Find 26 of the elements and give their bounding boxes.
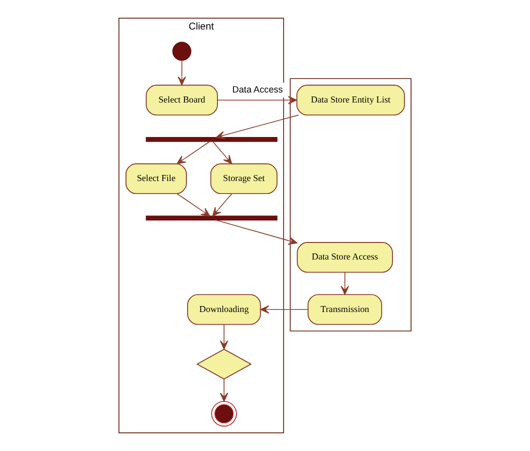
node-box: Storage Set xyxy=(210,163,278,194)
node-box: Data Store Access xyxy=(296,242,393,273)
node-bar xyxy=(146,216,278,221)
arrow xyxy=(178,60,186,86)
arrow xyxy=(212,141,232,164)
arrow xyxy=(220,378,228,402)
arrow xyxy=(260,305,308,314)
cluster xyxy=(290,78,412,332)
arrow xyxy=(217,96,298,104)
node-box: Select Board xyxy=(146,84,218,116)
node-box: Select File xyxy=(126,163,187,194)
arrow xyxy=(176,193,210,216)
arrow xyxy=(212,193,232,216)
node-circle xyxy=(211,400,237,427)
edge-label: Data Access xyxy=(232,84,283,95)
arrow xyxy=(220,324,228,350)
node-box: Downloading xyxy=(187,294,261,325)
arrow xyxy=(216,220,298,245)
node-box: Data Store Entity List xyxy=(296,84,405,116)
node-bar xyxy=(146,136,278,142)
node-diamond xyxy=(196,348,252,380)
node-box: Transmission xyxy=(308,294,382,325)
node-circle xyxy=(172,42,192,61)
arrow xyxy=(216,114,299,140)
arrow xyxy=(340,272,349,295)
arrow xyxy=(176,141,210,164)
